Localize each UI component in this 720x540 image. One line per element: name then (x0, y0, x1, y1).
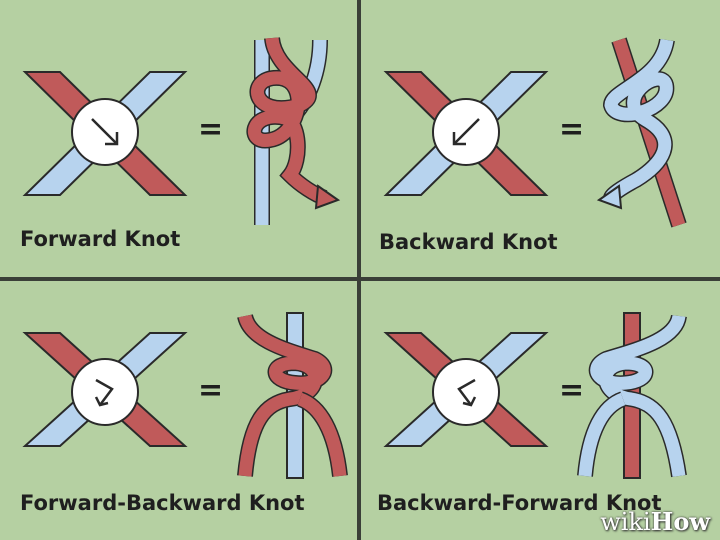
backward-forward-knot-drawing (577, 312, 687, 479)
forward-knot-illustration (22, 36, 341, 225)
panel-backward-forward-knot: = Backward-Forward Knot (361, 281, 720, 540)
knot-label: Backward-Forward Knot (377, 491, 662, 515)
direction-circle (71, 358, 139, 426)
knot-label: Forward Knot (20, 227, 181, 251)
backward-knot-illustration (383, 37, 687, 228)
direction-circle (432, 358, 500, 426)
equals-sign: = (559, 373, 585, 408)
panel-forward-knot: = Forward Knot (0, 0, 357, 277)
panel-forward-backward-knot: = Forward-Backward Knot (0, 281, 357, 540)
watermark-suffix: How (650, 507, 710, 536)
forward-backward-knot-drawing (237, 312, 348, 479)
knot-label: Forward-Backward Knot (20, 491, 305, 515)
forward-backward-knot-illustration (22, 312, 348, 479)
backward-forward-knot-illustration (383, 312, 687, 479)
watermark-prefix: wiki (600, 508, 651, 536)
backward-knot-drawing (596, 37, 687, 228)
equals-sign: = (559, 112, 585, 147)
wikihow-watermark: wikiHow (600, 507, 710, 536)
equals-sign: = (198, 373, 224, 408)
panel-backward-knot: = Backward Knot (361, 0, 720, 277)
arrow-down-right-icon (91, 118, 119, 146)
arrow-down-left-icon (452, 118, 480, 146)
arrow-forward-backward-icon (94, 378, 114, 407)
equals-sign: = (198, 112, 224, 147)
forward-knot-drawing (246, 36, 341, 225)
knot-label: Backward Knot (379, 230, 558, 254)
arrow-backward-forward-icon (457, 378, 477, 407)
